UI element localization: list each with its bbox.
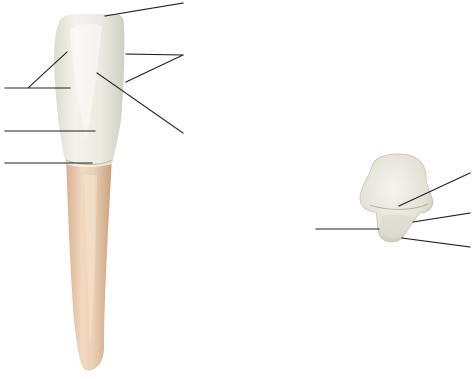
leader-line-distal-lower [126, 55, 183, 82]
leader-line-cingulum [402, 238, 470, 247]
leader-line-incisal-edge [105, 3, 183, 16]
leader-line-marginal-ridge [413, 213, 470, 222]
leader-line-distal-upper [126, 54, 183, 55]
cingulum [381, 215, 414, 238]
tooth-labial-view [54, 14, 124, 371]
